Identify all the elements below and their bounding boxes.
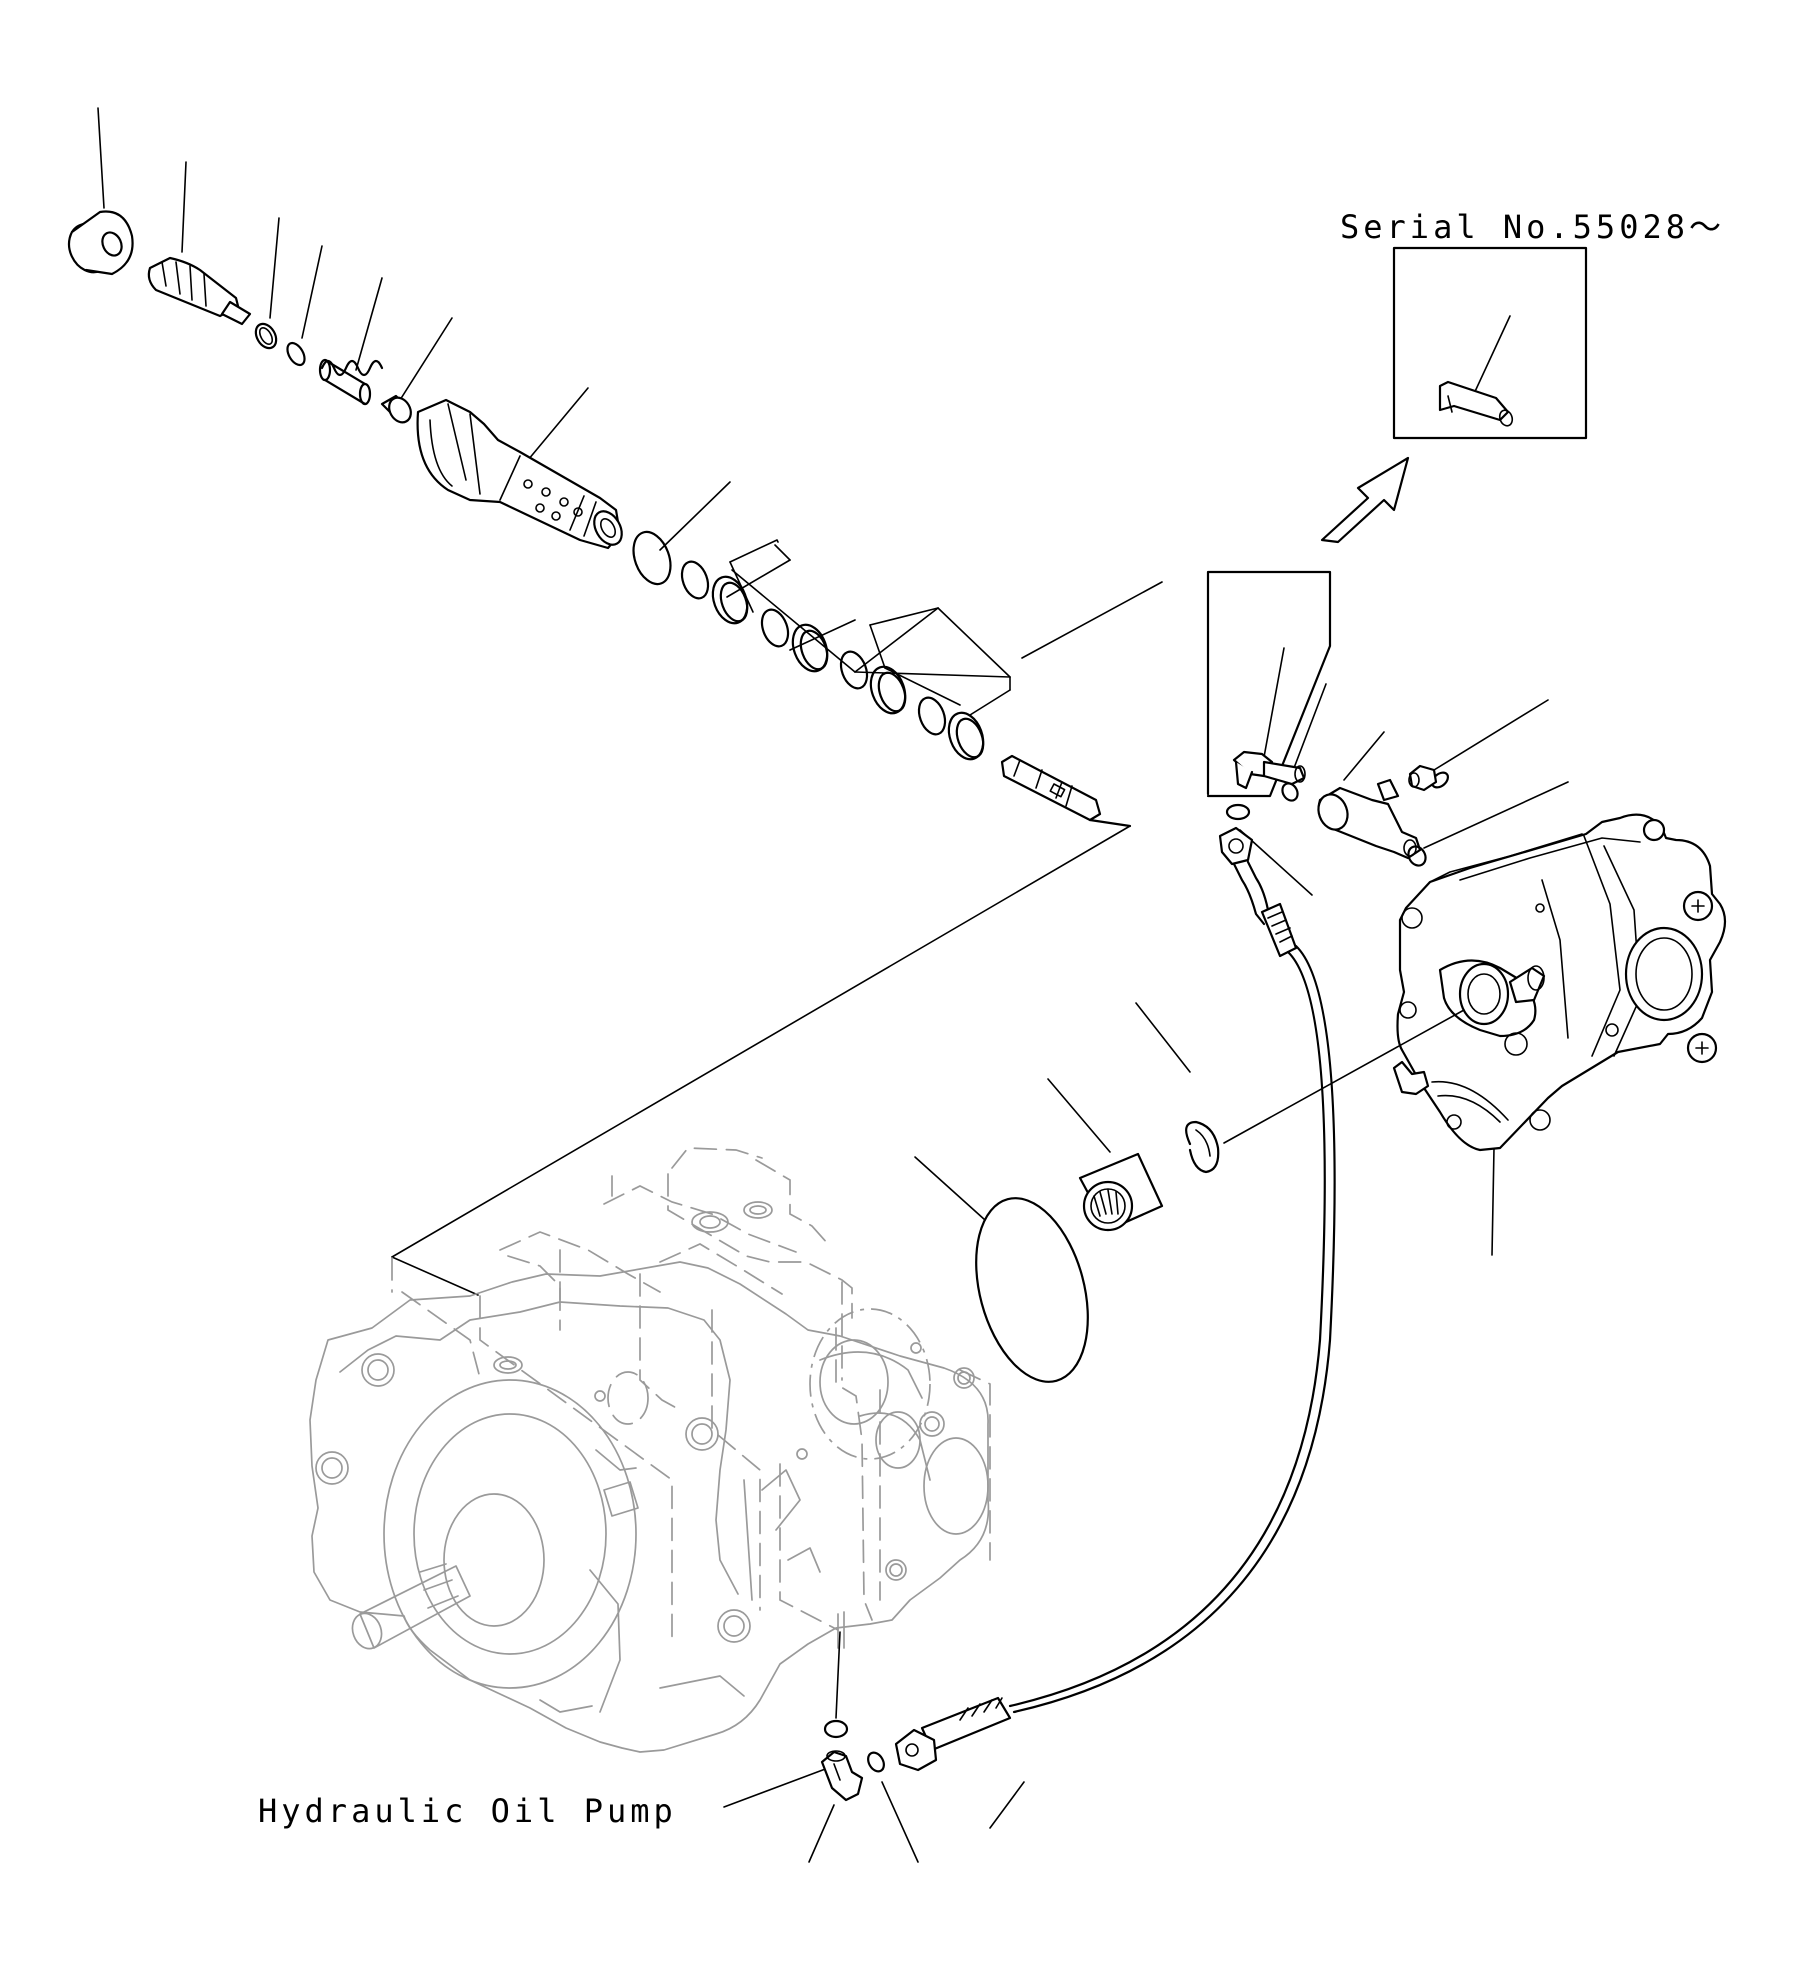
o-ring-fitting-2 <box>1225 803 1251 821</box>
seal-ring-pair-2 <box>760 608 829 673</box>
reference-frame-line <box>391 825 1131 1296</box>
seal-set-bracket <box>726 539 1011 716</box>
gear-pump <box>1392 813 1727 1152</box>
leader-lines <box>97 107 1569 1863</box>
valve-body <box>416 398 623 550</box>
o-ring-pump-seal <box>975 1197 1089 1383</box>
o-ring-bottom-2 <box>867 1751 885 1773</box>
poppet <box>380 394 412 424</box>
seal-ring-pair-1 <box>680 560 749 625</box>
hose-assembly <box>894 826 1336 1772</box>
bushing <box>1078 1152 1164 1232</box>
serial-inset-frame <box>1392 246 1588 440</box>
snap-ring <box>1185 1120 1220 1174</box>
serial-note-label: Serial No.55028～ <box>1340 208 1725 246</box>
o-ring-fitting-1 <box>1281 782 1299 802</box>
elbow-fitting-new <box>1438 380 1514 427</box>
o-ring-fitting-3 <box>1431 771 1449 789</box>
o-ring-bottom-1 <box>823 1719 849 1739</box>
spring <box>318 358 384 406</box>
pump-shaft-axis <box>1223 1009 1465 1144</box>
elbow-fitting-old <box>1232 750 1306 790</box>
small-plug <box>1408 764 1438 792</box>
elbow-fitting-bottom <box>820 1750 864 1802</box>
arrow-up-right <box>1320 456 1410 544</box>
seal-ring-pair-4 <box>917 696 985 761</box>
spool <box>1000 754 1132 828</box>
seal-ring-pair-3 <box>839 650 907 715</box>
hydraulic-oil-pump-phantom <box>309 1147 991 1753</box>
adjusting-screw <box>147 256 252 326</box>
o-ring-small-1 <box>254 322 278 350</box>
union-fitting <box>1317 778 1422 860</box>
old-fitting-frame <box>1206 570 1332 798</box>
o-ring-fitting-4 <box>1407 845 1427 867</box>
hydraulic-oil-pump-label: Hydraulic Oil Pump <box>258 1792 677 1830</box>
plug-nut <box>67 210 134 276</box>
o-ring-large <box>632 530 672 586</box>
o-ring-small-2 <box>286 341 306 367</box>
